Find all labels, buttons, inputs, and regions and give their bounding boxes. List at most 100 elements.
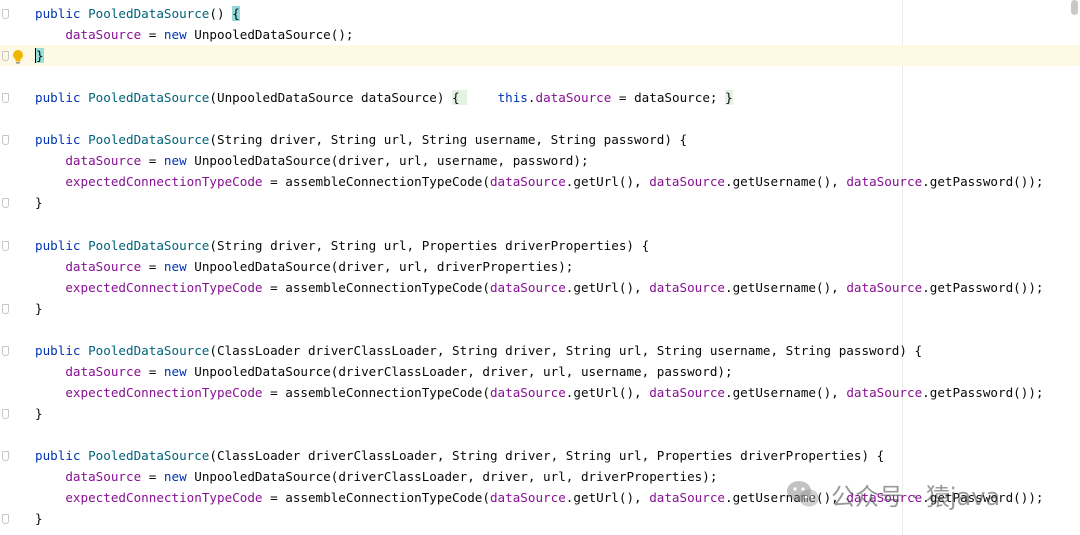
- code-text[interactable]: expectedConnectionTypeCode = assembleCon…: [35, 382, 1043, 403]
- code-text[interactable]: }: [35, 403, 43, 424]
- code-token: dataSource: [649, 384, 726, 400]
- code-token: dataSource: [489, 279, 566, 295]
- code-token: PooledDataSource: [88, 448, 210, 464]
- code-line[interactable]: [0, 66, 1080, 87]
- code-line[interactable]: }: [0, 192, 1080, 213]
- code-token: .getUsername(),: [725, 279, 847, 295]
- code-text[interactable]: dataSource = new UnpooledDataSource(driv…: [35, 361, 732, 382]
- code-text[interactable]: public PooledDataSource(UnpooledDataSour…: [35, 87, 733, 108]
- code-token: PooledDataSource: [88, 237, 210, 253]
- code-line[interactable]: public PooledDataSource() {: [0, 3, 1080, 24]
- code-line[interactable]: public PooledDataSource(String driver, S…: [0, 235, 1080, 256]
- code-token: }: [35, 300, 43, 316]
- fold-marker-icon[interactable]: [2, 345, 9, 356]
- vertical-scrollbar[interactable]: [1071, 0, 1078, 15]
- code-line[interactable]: expectedConnectionTypeCode = assembleCon…: [0, 277, 1080, 298]
- code-token: dataSource: [65, 469, 142, 485]
- code-token: = dataSource;: [611, 90, 726, 106]
- code-token: .getUrl(),: [565, 279, 650, 295]
- code-line[interactable]: [0, 319, 1080, 340]
- code-text[interactable]: dataSource = new UnpooledDataSource(driv…: [35, 256, 573, 277]
- editor-gutter[interactable]: [0, 0, 28, 535]
- fold-marker-icon[interactable]: [2, 514, 9, 525]
- fold-marker-icon[interactable]: [2, 240, 9, 251]
- code-text[interactable]: }: [35, 298, 43, 319]
- code-line[interactable]: }: [0, 403, 1080, 424]
- code-text[interactable]: public PooledDataSource(String driver, S…: [35, 235, 649, 256]
- code-token: UnpooledDataSource(driver, url, driverPr…: [194, 258, 574, 274]
- code-token: public: [35, 90, 89, 106]
- code-line[interactable]: }: [0, 508, 1080, 529]
- code-text[interactable]: expectedConnectionTypeCode = assembleCon…: [35, 277, 1044, 298]
- fold-marker-icon[interactable]: [2, 51, 9, 62]
- code-text[interactable]: }: [35, 192, 43, 213]
- code-token: [467, 90, 497, 105]
- fold-marker-icon[interactable]: [2, 198, 9, 209]
- code-token: (ClassLoader driverClassLoader, String d…: [209, 342, 923, 358]
- code-token: dataSource: [846, 174, 923, 190]
- code-token: dataSource: [649, 279, 726, 295]
- code-token: public: [35, 448, 89, 464]
- fold-marker-icon[interactable]: [2, 451, 9, 462]
- code-text[interactable]: dataSource = new UnpooledDataSource();: [35, 24, 353, 45]
- code-line[interactable]: }: [0, 298, 1080, 319]
- code-text[interactable]: expectedConnectionTypeCode = assembleCon…: [35, 487, 1044, 508]
- code-token: new: [163, 469, 195, 485]
- fold-marker-icon[interactable]: [2, 303, 9, 314]
- code-text[interactable]: public PooledDataSource(ClassLoader driv…: [35, 445, 884, 466]
- code-text[interactable]: expectedConnectionTypeCode = assembleCon…: [35, 171, 1043, 192]
- code-line[interactable]: public PooledDataSource(String driver, S…: [0, 129, 1080, 150]
- code-line[interactable]: dataSource = new UnpooledDataSource(driv…: [0, 150, 1080, 171]
- code-text[interactable]: dataSource = new UnpooledDataSource(driv…: [35, 150, 588, 171]
- fold-marker-icon[interactable]: [2, 135, 9, 146]
- code-token: =: [141, 469, 164, 485]
- code-token: = assembleConnectionTypeCode(: [262, 174, 490, 190]
- code-line[interactable]: [0, 424, 1080, 445]
- code-token: dataSource: [489, 384, 566, 400]
- code-token: [35, 174, 65, 189]
- code-line[interactable]: public PooledDataSource(UnpooledDataSour…: [0, 87, 1080, 108]
- code-line[interactable]: dataSource = new UnpooledDataSource(driv…: [0, 466, 1080, 487]
- code-text[interactable]: dataSource = new UnpooledDataSource(driv…: [35, 466, 717, 487]
- code-line[interactable]: expectedConnectionTypeCode = assembleCon…: [0, 171, 1080, 192]
- code-token: .getUrl(),: [565, 384, 650, 400]
- lightbulb-icon[interactable]: [11, 49, 25, 65]
- code-line[interactable]: }: [0, 45, 1080, 67]
- code-token: }: [35, 511, 43, 527]
- code-token: (): [209, 6, 233, 21]
- code-token: public: [35, 342, 89, 358]
- watermark: 公众号 · 猿java: [783, 474, 1000, 514]
- code-line[interactable]: expectedConnectionTypeCode = assembleCon…: [0, 382, 1080, 403]
- code-token: dataSource: [649, 490, 726, 506]
- code-text[interactable]: public PooledDataSource(String driver, S…: [35, 129, 687, 150]
- fold-marker-icon[interactable]: [2, 408, 9, 419]
- code-line[interactable]: dataSource = new UnpooledDataSource(driv…: [0, 361, 1080, 382]
- code-line[interactable]: dataSource = new UnpooledDataSource();: [0, 24, 1080, 45]
- code-line[interactable]: [0, 214, 1080, 235]
- code-text[interactable]: }: [35, 45, 44, 66]
- code-line[interactable]: public PooledDataSource(ClassLoader driv…: [0, 340, 1080, 361]
- code-token: }: [35, 48, 44, 64]
- fold-marker-icon[interactable]: [2, 9, 9, 19]
- code-token: .getPassword());: [922, 279, 1044, 295]
- code-token: dataSource: [65, 153, 142, 169]
- code-line[interactable]: public PooledDataSource(ClassLoader driv…: [0, 445, 1080, 466]
- code-token: }: [725, 90, 733, 106]
- code-token: = assembleConnectionTypeCode(: [262, 490, 490, 506]
- code-token: .getPassword());: [922, 490, 1044, 506]
- code-line[interactable]: dataSource = new UnpooledDataSource(driv…: [0, 256, 1080, 277]
- code-token: expectedConnectionTypeCode: [65, 279, 263, 295]
- wechat-logo-icon: [787, 481, 819, 507]
- code-token: (String driver, String url, Properties d…: [209, 237, 650, 253]
- code-text[interactable]: }: [35, 508, 43, 529]
- code-line[interactable]: [0, 108, 1080, 129]
- code-text[interactable]: public PooledDataSource(ClassLoader driv…: [35, 340, 922, 361]
- code-line[interactable]: expectedConnectionTypeCode = assembleCon…: [0, 487, 1080, 508]
- code-text[interactable]: public PooledDataSource() {: [35, 3, 240, 24]
- code-token: }: [35, 405, 43, 421]
- code-token: dataSource: [846, 384, 923, 400]
- code-token: dataSource: [649, 174, 726, 190]
- fold-marker-icon[interactable]: [2, 93, 9, 104]
- code-token: [35, 27, 65, 42]
